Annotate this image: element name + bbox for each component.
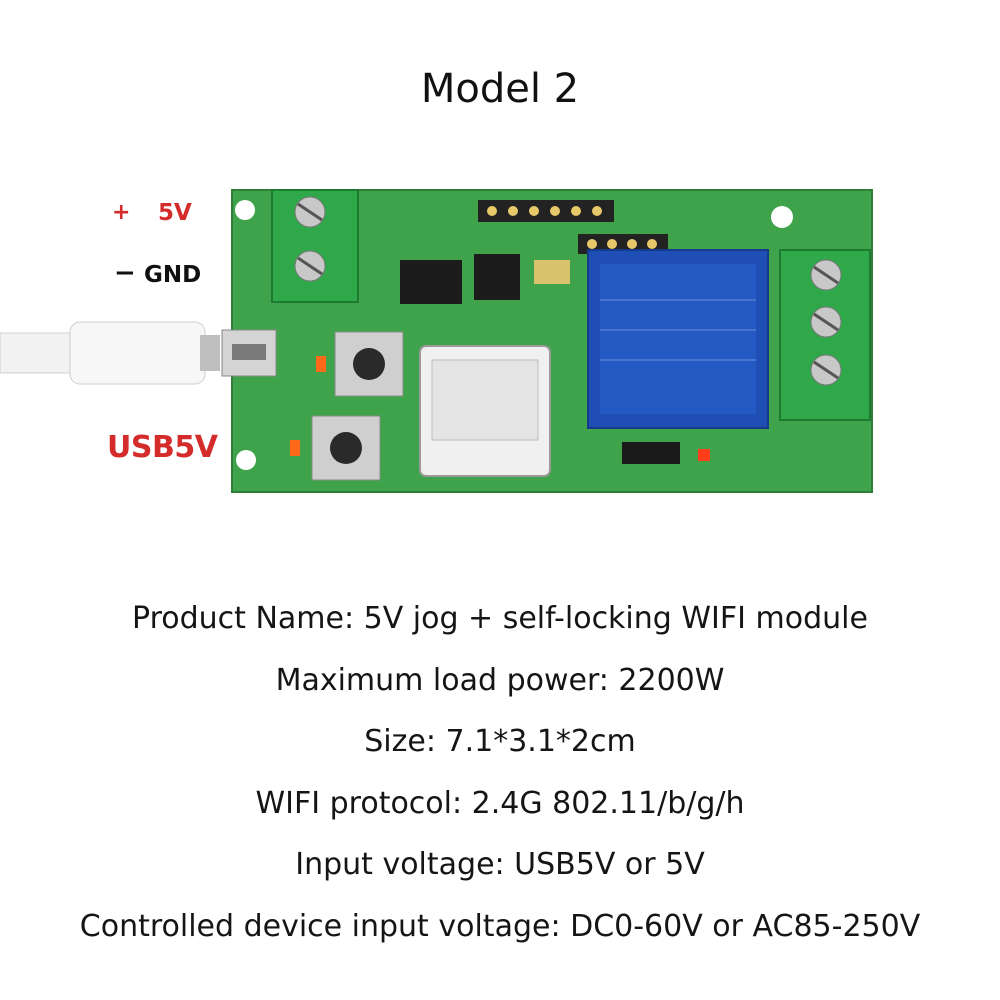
spec-list: Product Name: 5V jog + self-locking WIFI… <box>0 588 1000 957</box>
crystal <box>534 260 570 284</box>
page-title: Model 2 <box>420 66 580 112</box>
usb-cable <box>0 332 81 374</box>
spec-wifi-protocol: WIFI protocol: 2.4G 802.11/b/g/h <box>255 785 745 821</box>
relay-board-illustration <box>0 189 873 493</box>
led-icon <box>698 449 710 461</box>
minus-label: − <box>114 258 136 288</box>
spec-max-load: Maximum load power: 2200W <box>275 662 725 698</box>
spec-product-name: Product Name: 5V jog + self-locking WIFI… <box>132 601 868 636</box>
spec-size: Size: 7.1*3.1*2cm <box>364 724 636 759</box>
regulator-chip <box>400 260 462 304</box>
diode <box>622 442 680 464</box>
usb-plug-metal <box>200 335 220 371</box>
spec-input-voltage: Input voltage: USB5V or 5V <box>295 847 705 882</box>
mount-hole <box>236 450 256 470</box>
usb5v-label: USB5V <box>107 430 218 465</box>
plus-label: + <box>112 200 131 225</box>
mount-hole <box>771 206 793 228</box>
led-icon <box>290 440 300 456</box>
pin-header <box>478 200 614 222</box>
spec-controlled-voltage: Controlled device input voltage: DC0-60V… <box>79 908 921 944</box>
product-photo <box>0 170 1000 530</box>
5v-label: 5V <box>158 200 192 226</box>
led-icon <box>316 356 326 372</box>
mount-hole <box>235 200 255 220</box>
ic-chip <box>474 254 520 300</box>
usb-plug <box>69 321 206 385</box>
gnd-label: GND <box>144 262 202 288</box>
